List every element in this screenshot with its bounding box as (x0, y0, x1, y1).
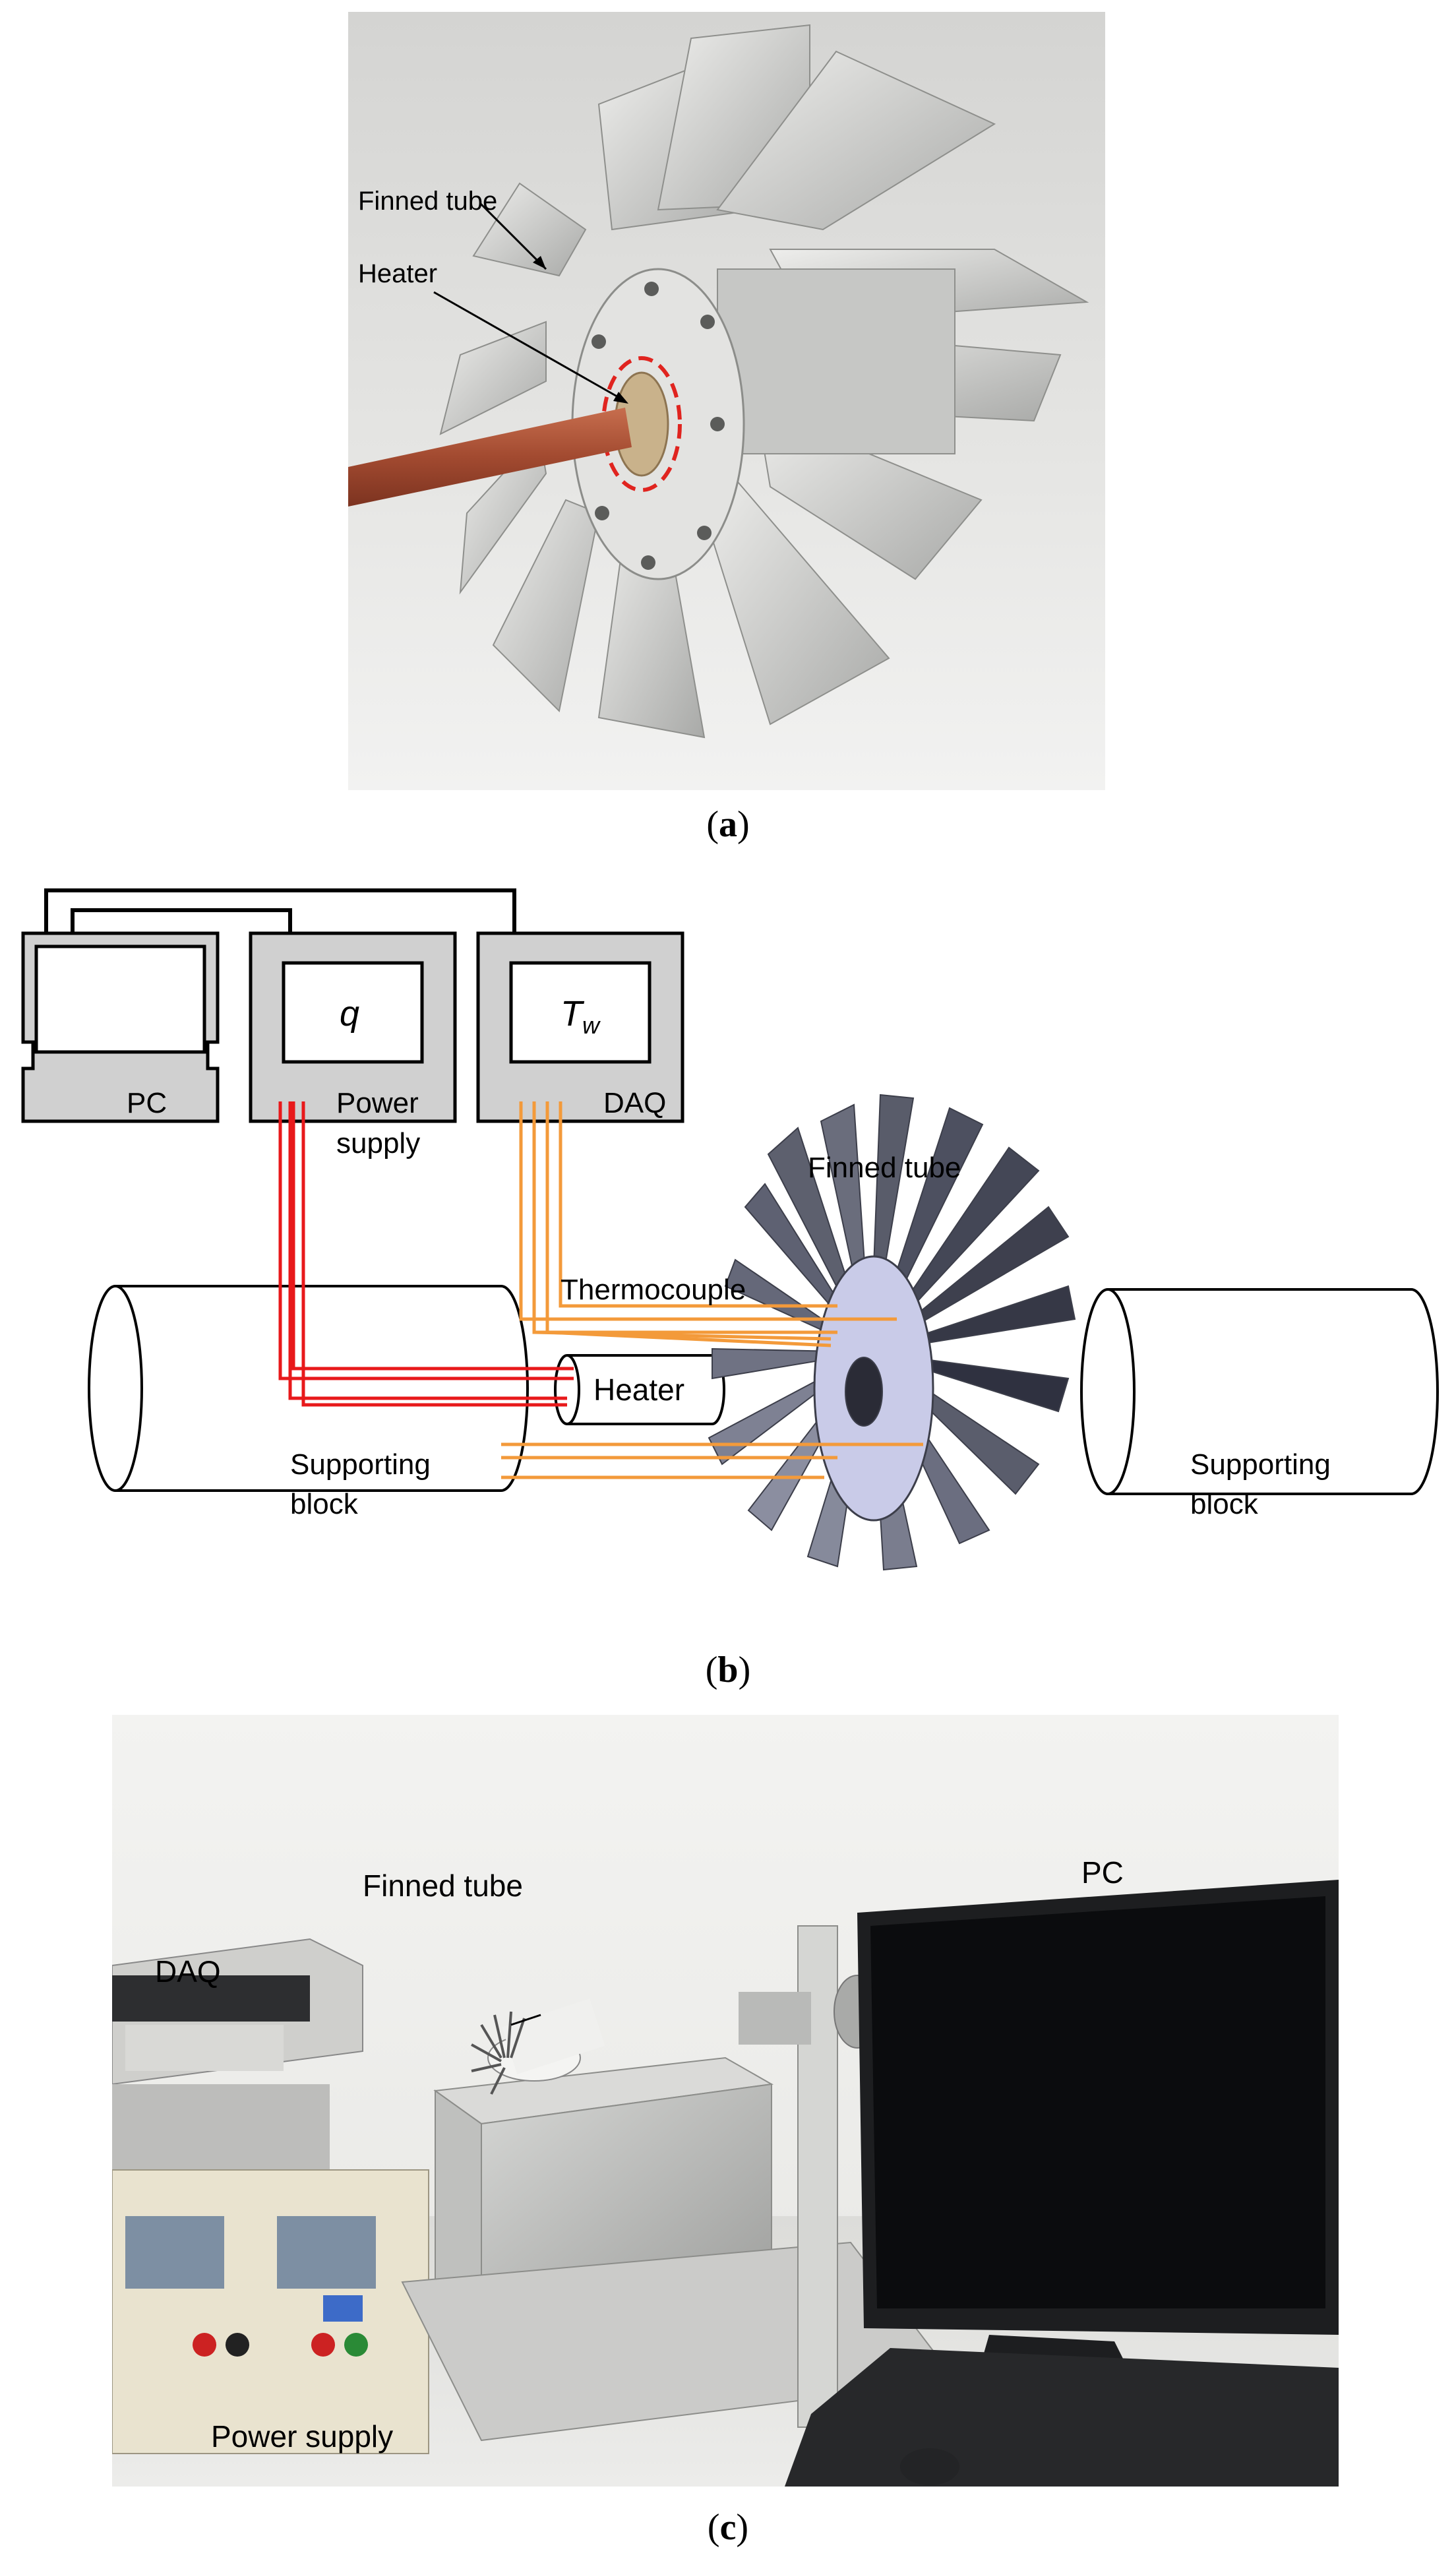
pc-monitor (857, 1880, 1339, 2381)
panel-b-schematic: PC q Power supply Tw DAQ Heater (13, 877, 1456, 1622)
left-supporting-block (88, 1285, 529, 1492)
caption-a: (a) (706, 804, 750, 845)
right-supporting-block (1080, 1288, 1439, 1495)
test-rig (401, 1925, 957, 2442)
keyboard (785, 2348, 1339, 2487)
daq-box: Tw DAQ (476, 931, 684, 1123)
heater-label: Heater (358, 259, 437, 288)
daq-label: DAQ (603, 1087, 666, 1119)
power-supply-box: q Power supply (249, 931, 457, 1159)
supporting-block-left-2: block (290, 1488, 359, 1520)
finned-tube-label: Finned tube (358, 187, 497, 216)
panel-a-photo: Finned tube Heater (348, 12, 1105, 790)
power-supply-label-c: Power supply (211, 2419, 393, 2454)
power-label-2: supply (336, 1127, 420, 1159)
pc-label-c: PC (1081, 1855, 1124, 1890)
panel-c-photo: Finned tube PC DAQ Power supply (112, 1715, 1339, 2487)
pc-label: PC (127, 1087, 167, 1119)
q-symbol: q (340, 994, 359, 1034)
supporting-block-right-2: block (1190, 1488, 1259, 1520)
pc-box: PC (21, 931, 220, 1123)
thermocouple-label: Thermocouple (561, 1274, 746, 1306)
heater-label-b: Heater (593, 1373, 684, 1407)
caption-b: (b) (705, 1650, 751, 1690)
power-label-1: Power (336, 1087, 419, 1119)
power-supply-device (112, 2169, 429, 2454)
daq-label-c: DAQ (155, 1954, 221, 1989)
supporting-block-left-1: Supporting (290, 1448, 431, 1481)
heater-cylinder: Heater (554, 1354, 725, 1425)
supporting-block-right-1: Supporting (1190, 1448, 1331, 1481)
daq-device (112, 1938, 363, 2216)
caption-c: (c) (707, 2507, 749, 2548)
finned-tube-label-b: Finned tube (808, 1152, 961, 1184)
tw-symbol: Tw (561, 994, 601, 1039)
finned-tube-drawing: Finned tube (708, 1094, 1076, 1571)
mouse (900, 2448, 959, 2485)
finned-tube-label-c: Finned tube (363, 1869, 523, 1903)
